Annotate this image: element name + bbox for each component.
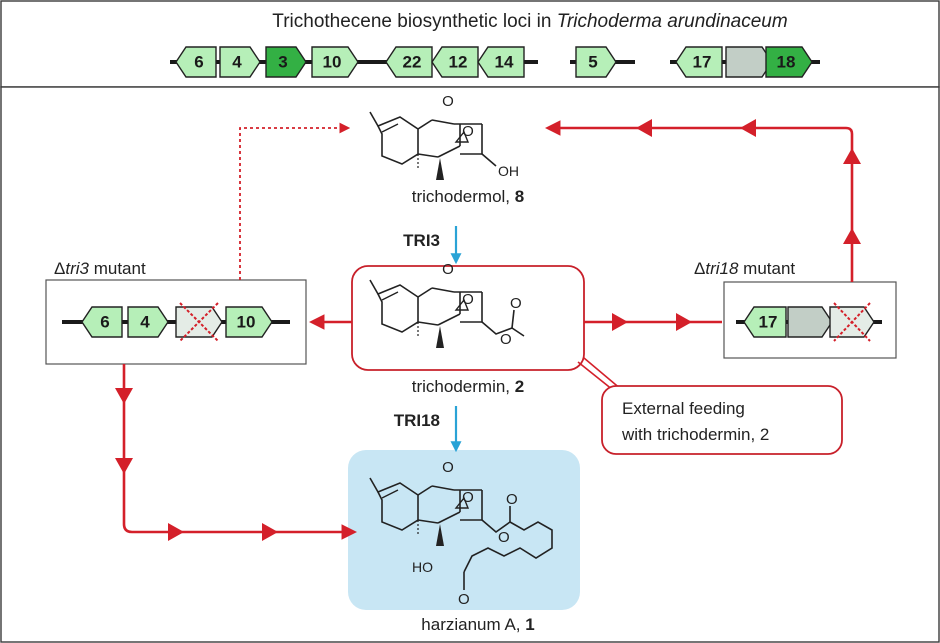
svg-text:HO: HO: [412, 559, 433, 575]
gene-arrow: [81, 306, 123, 338]
gene-arrow: [219, 46, 261, 78]
svg-text:O: O: [442, 93, 454, 110]
gene-label: 18: [777, 53, 796, 72]
header-title: Trichothecene biosynthetic loci in Trich…: [272, 11, 787, 32]
trichodermin-label: trichodermin, 2: [412, 377, 524, 396]
feeding-line-1: External feeding: [622, 399, 745, 418]
svg-text:O: O: [506, 491, 518, 508]
gene-label: 14: [495, 53, 514, 72]
trichodermol-structure: OH O O: [369, 93, 519, 181]
feeding-connector-b: [583, 357, 623, 391]
gene-label: 6: [194, 53, 203, 72]
deletion-cross: [179, 302, 219, 342]
trichodermol-label: trichodermol, 8: [412, 187, 524, 206]
gene-label: 22: [403, 53, 422, 72]
gene-arrow: [311, 46, 359, 78]
svg-text:O: O: [510, 295, 522, 312]
svg-text:OH: OH: [498, 163, 519, 179]
harzianum-highlight: [348, 450, 580, 610]
svg-text:O: O: [462, 291, 474, 308]
arrow-head-2: [676, 313, 692, 331]
arrow-head-1: [612, 313, 628, 331]
gene-arrow: [265, 46, 307, 78]
trichodermin-box: [351, 265, 585, 371]
deletion-cross: [833, 302, 871, 342]
svg-text:O: O: [442, 261, 454, 278]
gene-arrow: [175, 46, 217, 78]
arrow-head-8: [115, 458, 133, 474]
tri18-mutant-genes: 17: [743, 302, 875, 342]
arrow-head-10: [262, 523, 278, 541]
gene-arrow: [575, 46, 617, 78]
svg-text:O: O: [458, 591, 470, 608]
arrow-head-7: [115, 388, 133, 404]
arrow-tri3-to-trichodermol-dotted: [239, 122, 351, 280]
tri3-mutant-label: Δtri3 mutant: [54, 259, 146, 278]
gene-label: 4: [140, 313, 150, 332]
arrow-head-4: [843, 148, 861, 164]
gene-label: 6: [100, 313, 109, 332]
header-gene-loci: 6 4 3 10 22 12 14 5 17 18: [175, 46, 813, 78]
gene-arrow: [765, 46, 813, 78]
svg-text:O: O: [462, 489, 474, 506]
gene-label: 10: [323, 53, 342, 72]
feeding-line-2: with trichodermin, 2: [621, 425, 769, 444]
svg-text:O: O: [442, 459, 454, 476]
arrow-tri18-to-trichodermol: [544, 120, 854, 282]
harzianum-label: harzianum A, 1: [421, 615, 534, 634]
gene-label: 3: [278, 53, 287, 72]
svg-text:O: O: [462, 123, 474, 140]
gene-label: 4: [232, 53, 242, 72]
gene-arrow: [787, 306, 833, 338]
arrow-head-9: [168, 523, 184, 541]
trichodermin-structure: O O O O: [369, 261, 525, 349]
gene-label: 17: [759, 313, 778, 332]
tri18-label: TRI18: [394, 411, 440, 430]
arrow-head-3: [843, 228, 861, 244]
gene-arrow: [225, 306, 273, 338]
gene-label: 5: [588, 53, 597, 72]
harzianum-structure: O O O O O HO: [369, 459, 553, 608]
tri3-label: TRI3: [403, 231, 440, 250]
tri3-mutant-genes: 6 4 10: [81, 302, 273, 342]
gene-label: 10: [237, 313, 256, 332]
svg-text:O: O: [498, 529, 510, 546]
gene-arrow: [477, 46, 525, 78]
feeding-box: [601, 385, 843, 455]
arrow-head-5: [740, 119, 756, 137]
gene-label: 12: [449, 53, 468, 72]
gene-arrow: [725, 46, 773, 78]
arrow-head-6: [636, 119, 652, 137]
gene-label: 17: [693, 53, 712, 72]
gene-arrow: [743, 306, 787, 338]
svg-text:O: O: [500, 331, 512, 348]
gene-arrow: [675, 46, 723, 78]
tri18-mutant-label: Δtri18 mutant: [694, 259, 795, 278]
gene-arrow: [127, 306, 169, 338]
arrow-tri3-to-harzianum: [122, 364, 358, 540]
